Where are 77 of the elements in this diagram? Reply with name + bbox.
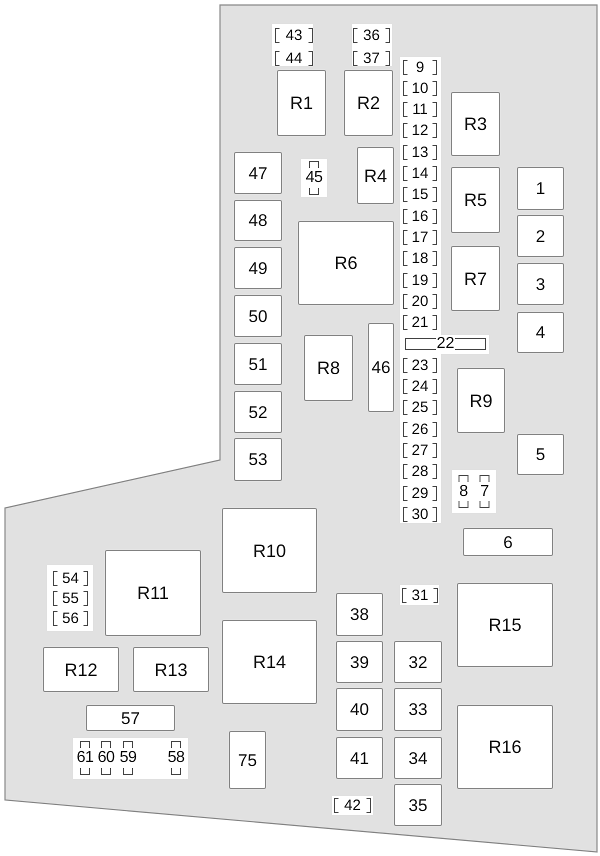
mini-fuse-slot: 61 (75, 741, 95, 775)
fuse-slot: 52 (234, 391, 282, 433)
mini-fuse-slot: 17 (403, 230, 437, 245)
fuse-slot: 51 (234, 343, 282, 385)
fuse-slot: 5 (517, 434, 564, 475)
fuse-slot: 33 (394, 688, 442, 731)
fuse-slot: 48 (234, 200, 282, 241)
mini-fuse-slot: 55 (53, 591, 88, 606)
fuse-slot: 75 (229, 731, 266, 789)
mini-fuse-slot: 27 (403, 443, 437, 458)
mini-fuse-slot: 10 (403, 81, 437, 96)
relay-slot: R12 (43, 647, 119, 692)
mini-fuse-slot: 7 (478, 475, 491, 508)
fuse-slot: 57 (86, 705, 175, 731)
relay-slot: R10 (222, 508, 317, 593)
fuse-slot: 53 (234, 438, 282, 481)
relay-slot: R2 (344, 70, 393, 136)
relay-slot: R1 (277, 70, 326, 136)
relay-slot: R11 (105, 550, 201, 636)
mini-fuse-slot: 18 (403, 251, 437, 266)
relay-slot: R8 (304, 335, 353, 401)
mini-fuse-slot: 30 (403, 507, 437, 522)
mini-fuse-slot: 19 (403, 273, 437, 288)
mini-fuse-slot: 29 (403, 486, 437, 501)
fuse-slot: 3 (517, 263, 564, 305)
relay-slot: R6 (298, 221, 394, 305)
fuse-slot: 38 (336, 593, 383, 636)
mini-fuse-slot: 16 (403, 209, 437, 224)
mini-fuse-slot: 54 (53, 571, 88, 586)
mini-fuse-slot: 20 (403, 294, 437, 309)
fuse-slot: 49 (234, 247, 282, 289)
relay-slot: R9 (457, 368, 505, 433)
mini-fuse-slot: 13 (403, 145, 437, 160)
mini-fuse-slot: 11 (403, 102, 437, 117)
mini-fuse-slot: 56 (53, 611, 88, 626)
mini-fuse-slot: 21 (403, 315, 437, 330)
mini-fuse-slot: 26 (403, 422, 437, 437)
mini-fuse-slot: 25 (403, 400, 437, 415)
fuse-slot: 50 (234, 295, 282, 337)
fuse-slot: 22 (405, 335, 486, 353)
mini-fuse-slot: 23 (403, 358, 437, 373)
mini-fuse-slot: 24 (403, 379, 437, 394)
fuse-slot: 35 (394, 784, 442, 826)
mini-fuse-slot: 15 (403, 187, 437, 202)
mini-fuse-slot: 60 (96, 741, 116, 775)
relay-slot: R13 (133, 647, 209, 692)
mini-fuse-slot: 59 (118, 741, 138, 775)
fuse-slot: 6 (463, 528, 553, 556)
relay-slot: R7 (451, 246, 500, 311)
relay-slot: R15 (457, 583, 553, 667)
mini-fuse-slot: 28 (403, 464, 437, 479)
fuse-slot: 4 (517, 312, 564, 353)
fuse-slot: 2 (517, 215, 564, 257)
mini-fuse-slot: 36 (353, 28, 390, 43)
fuse-slot: 41 (336, 737, 383, 779)
mini-fuse-slot: 58 (166, 741, 186, 775)
mini-fuse-slot: 8 (457, 475, 470, 508)
relay-slot: R16 (457, 705, 553, 789)
fuse-slot: 39 (336, 641, 383, 683)
relay-slot: R5 (451, 167, 500, 233)
fuse-slot: 34 (394, 737, 442, 779)
mini-fuse-slot: 45 (303, 161, 325, 195)
fuse-slot: 40 (336, 688, 383, 731)
fuse-slot: 46 (368, 323, 394, 412)
fuse-slot: 32 (394, 641, 442, 683)
fuse-slot: 47 (234, 152, 282, 194)
mini-fuse-slot: 12 (403, 123, 437, 138)
relay-slot: R4 (357, 147, 394, 204)
mini-fuse-slot: 14 (403, 166, 437, 181)
mini-fuse-slot: 43 (275, 28, 313, 43)
mini-fuse-slot: 37 (353, 51, 390, 66)
mini-fuse-slot: 44 (275, 51, 313, 66)
mini-fuse-slot: 42 (334, 798, 371, 813)
mini-fuse-slot: 9 (403, 60, 437, 75)
fuse-slot: 1 (517, 167, 564, 210)
relay-slot: R3 (451, 92, 500, 156)
relay-slot: R14 (222, 620, 317, 704)
